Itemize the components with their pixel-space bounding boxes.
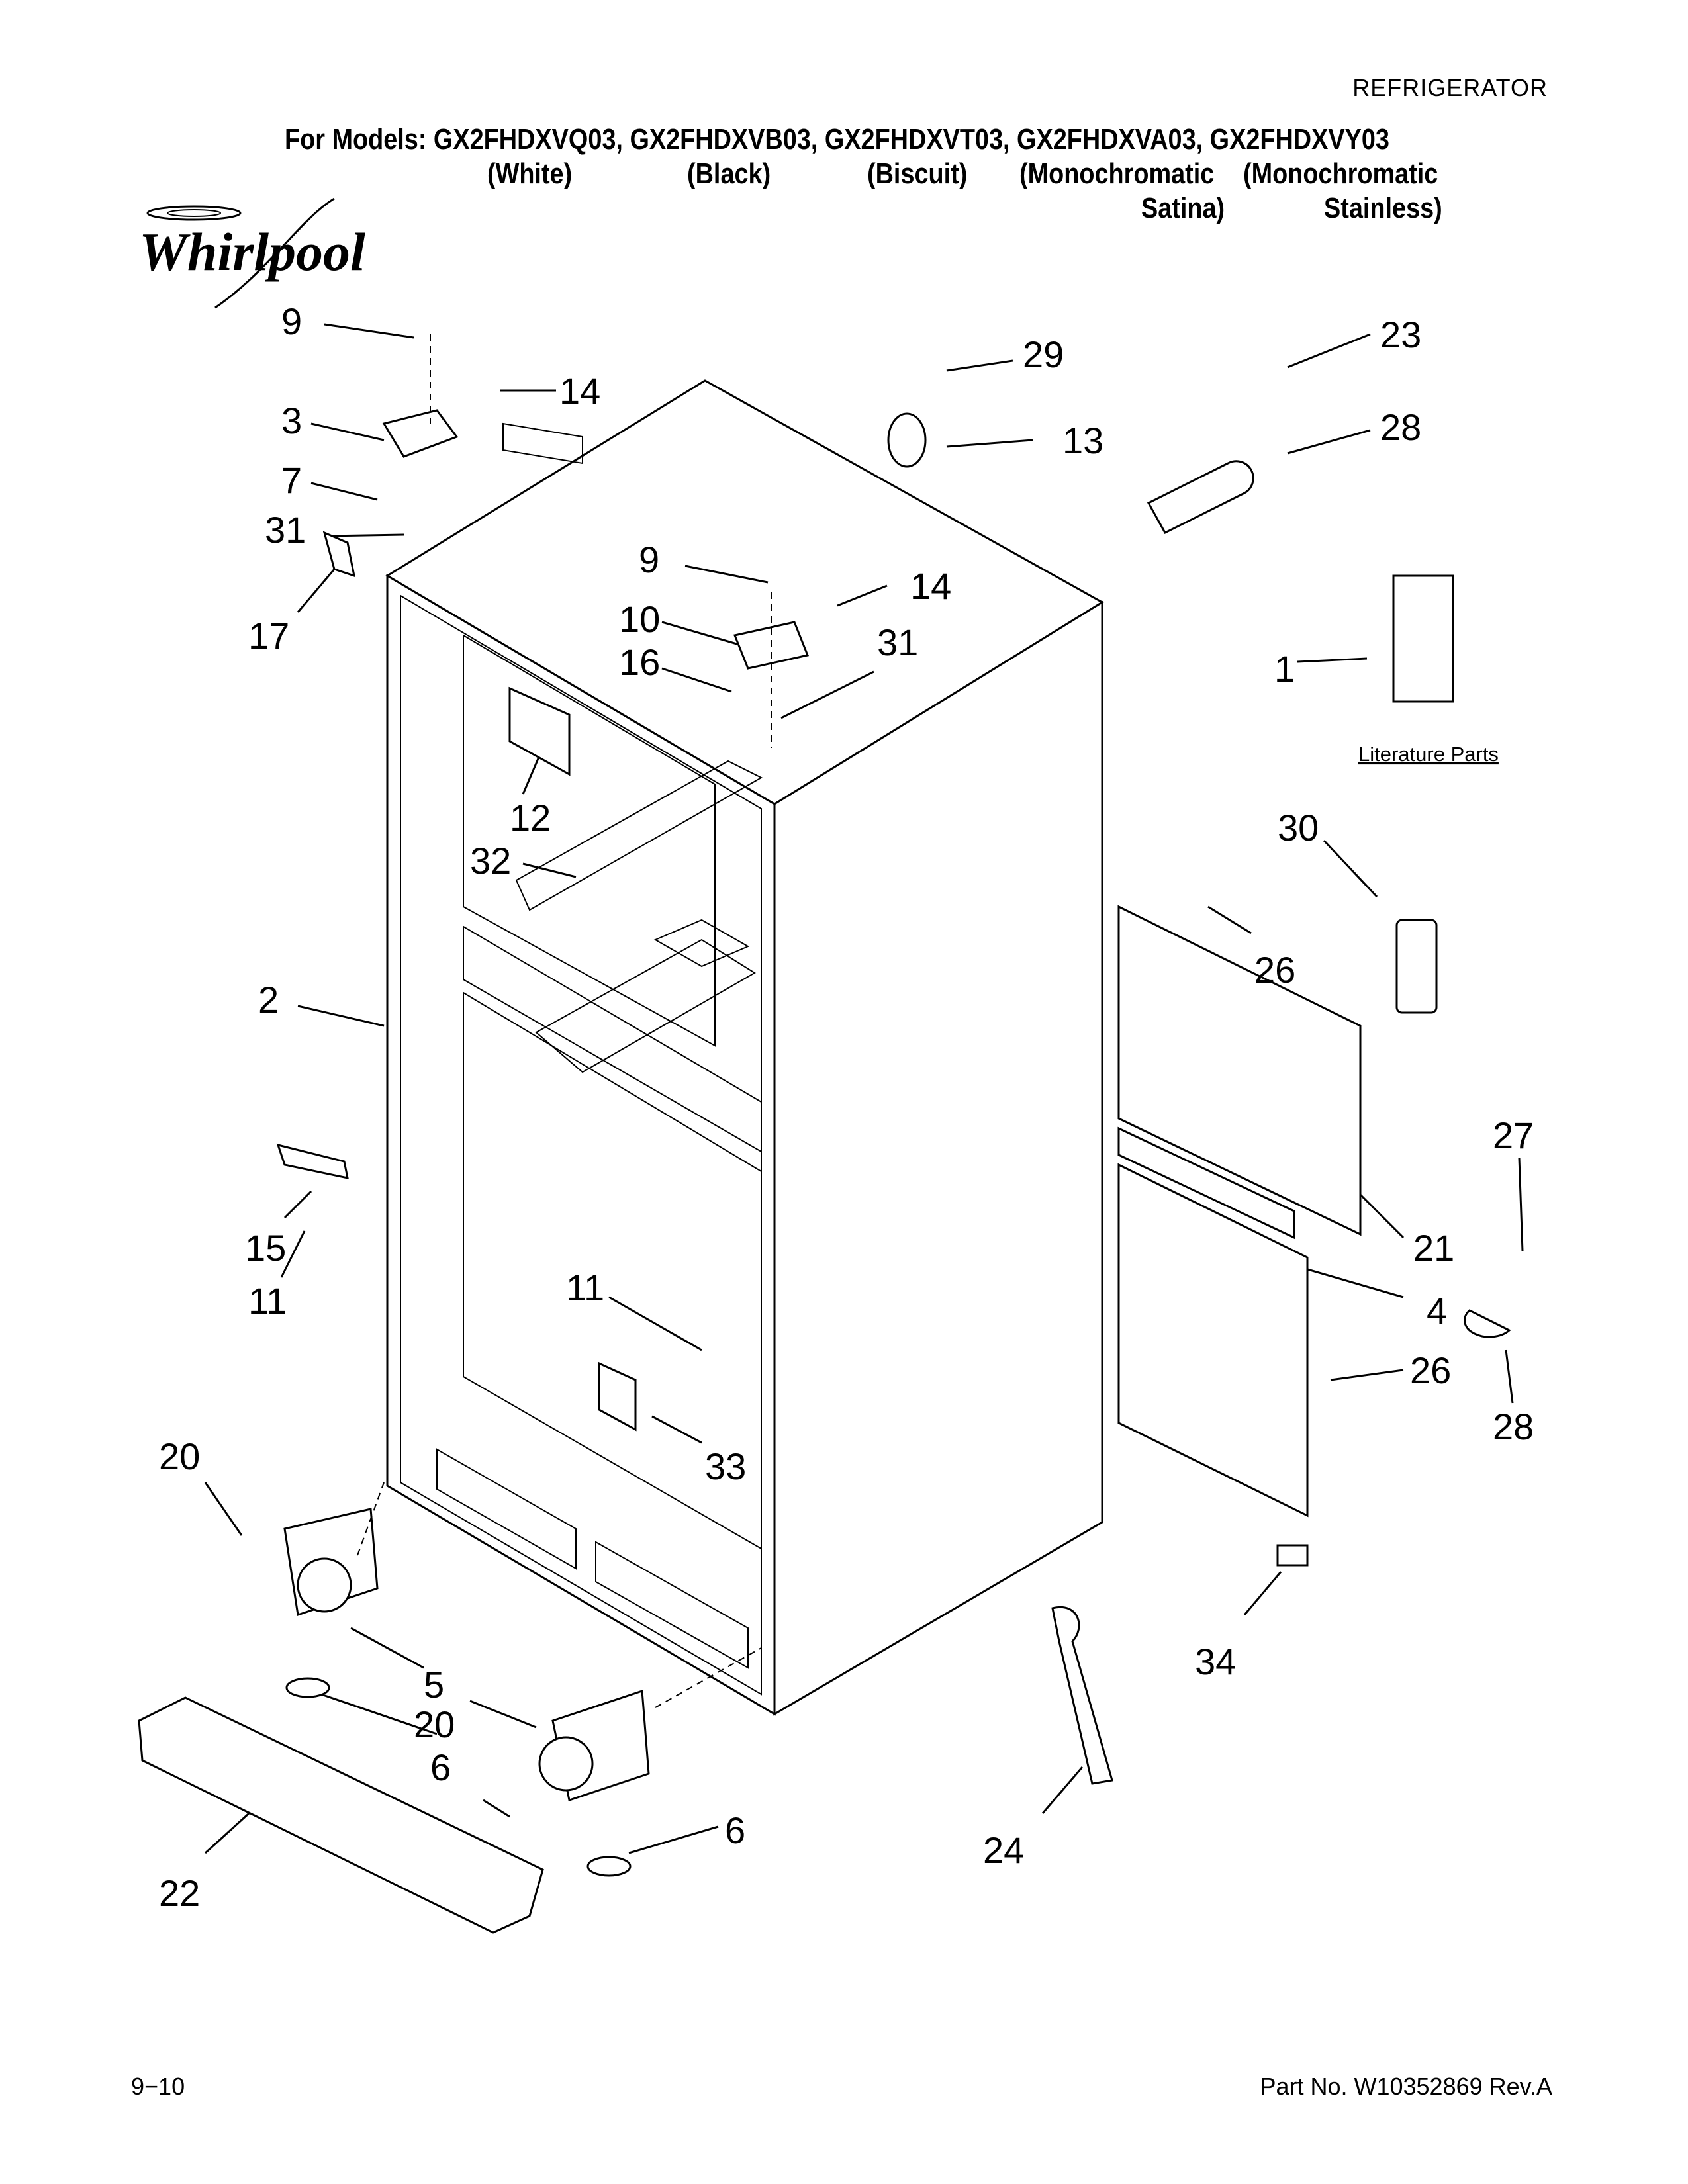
callout-6: 6 [725, 1809, 745, 1851]
callout-33: 33 [705, 1445, 746, 1487]
callout-25: 27 [1493, 1115, 1534, 1156]
callout-16: 16 [619, 641, 660, 683]
part-28-clamp [1464, 1309, 1511, 1338]
callout-29: 28 [1380, 406, 1421, 448]
callout-20: 20 [159, 1435, 200, 1477]
page-number: 9−10 [131, 2073, 185, 2100]
callout-14: 14 [559, 370, 600, 412]
part-23-tube [1147, 460, 1254, 534]
callout-10: 10 [619, 598, 660, 640]
part-number: Part No. W10352869 Rev.A [1260, 2073, 1552, 2100]
callout-26: 26 [1410, 1349, 1451, 1391]
callout-2: 2 [258, 979, 279, 1021]
part-4-strip [1117, 1126, 1295, 1240]
callout-labels: 9 14 3 7 31 17 9 14 10 16 31 12 32 2 15 … [159, 300, 1534, 1914]
callout-11: 11 [566, 1267, 604, 1308]
section-category: REFRIGERATOR [1352, 74, 1548, 101]
callout-14: 14 [910, 565, 951, 607]
callout-4: 4 [1427, 1290, 1447, 1332]
variant-biscuit: (Biscuit) [867, 158, 968, 190]
callout-3: 3 [281, 400, 302, 441]
part-26-panel [1117, 1163, 1309, 1518]
part-6-leveler-right [586, 1856, 632, 1877]
callout-25: 26 [1254, 949, 1295, 991]
svg-text:Whirlpool: Whirlpool [139, 222, 365, 282]
part-21-grille [1117, 905, 1362, 1236]
callout-22: 22 [159, 1872, 200, 1914]
leader-lines [204, 323, 1524, 1854]
part-33-hinge [598, 1361, 637, 1432]
callout-27: 30 [1278, 807, 1319, 848]
models-line: For Models: GX2FHDXVQ03, GX2FHDXVB03, GX… [285, 123, 1389, 156]
variant-stainless-line2: Stainless) [1324, 192, 1442, 224]
callout-6: 6 [430, 1747, 451, 1788]
callout-7: 7 [281, 459, 302, 501]
callout-31: 31 [265, 509, 306, 551]
callout-17: 17 [248, 615, 289, 657]
callout-32: 32 [470, 840, 511, 882]
callout-11: 11 [248, 1280, 287, 1322]
part-13-bracket [887, 412, 927, 468]
variant-satina-line2: Satina) [1141, 192, 1225, 224]
part-12-control [508, 686, 571, 776]
part-34-clip [1276, 1544, 1309, 1567]
part-27-clip [1395, 919, 1438, 1014]
variant-satina-line1: (Monochromatic [1019, 158, 1215, 190]
callout-9: 9 [639, 539, 659, 580]
callout-15: 15 [245, 1227, 286, 1269]
callout-28: 28 [1493, 1406, 1534, 1447]
parts [138, 334, 1511, 1934]
callout-12: 12 [510, 797, 551, 839]
callout-9: 9 [281, 300, 302, 342]
cabinet [385, 379, 1104, 1716]
callout-13: 13 [1062, 420, 1103, 461]
callout-24: 24 [983, 1829, 1024, 1871]
part-17-cover [322, 531, 355, 578]
literature-parts [1392, 574, 1454, 703]
variant-stainless-line1: (Monochromatic [1243, 158, 1438, 190]
variant-black: (Black) [687, 158, 771, 190]
part-22-kickplate [138, 1696, 544, 1934]
callout-1: 1 [1274, 648, 1295, 690]
part-3-hinge-cover [382, 409, 459, 458]
callout-5: 5 [424, 1664, 444, 1706]
callout-30: 29 [1023, 334, 1064, 375]
literature-parts-label: Literature Parts [1358, 743, 1499, 766]
callout-21: 21 [1413, 1227, 1454, 1269]
whirlpool-logo: Whirlpool [139, 197, 365, 309]
callout-34: 34 [1195, 1641, 1236, 1682]
callout-20: 20 [414, 1704, 455, 1745]
part-15-hinge [276, 1143, 349, 1179]
part-6-leveler-left [285, 1677, 330, 1698]
variant-white: (White) [487, 158, 573, 190]
callout-31: 31 [877, 621, 918, 663]
part-24-tube [1051, 1606, 1113, 1785]
callout-23: 23 [1380, 314, 1421, 355]
